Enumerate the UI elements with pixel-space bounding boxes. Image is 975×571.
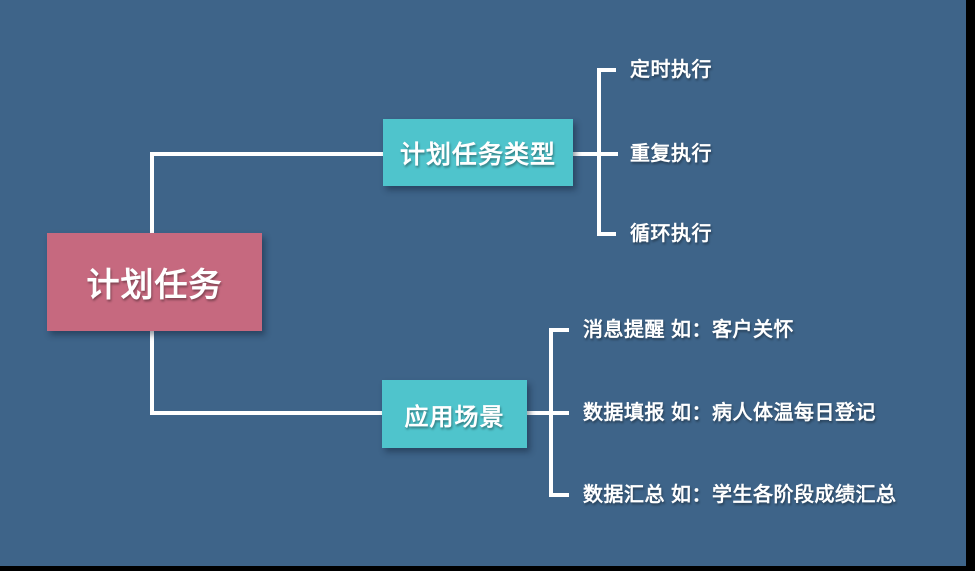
connector-line bbox=[573, 152, 618, 156]
node-use-cases-label: 应用场景 bbox=[404, 403, 505, 431]
node-root-label: 计划任务 bbox=[86, 266, 223, 303]
leaf-data-filling[interactable]: 数据填报 如：病人体温每日登记 bbox=[583, 402, 877, 424]
leaf-data-summary[interactable]: 数据汇总 如：学生各阶段成绩汇总 bbox=[583, 484, 897, 506]
connector-line bbox=[150, 411, 382, 415]
connector-line bbox=[549, 328, 553, 497]
connector-line bbox=[597, 68, 601, 236]
leaf-timed-execution[interactable]: 定时执行 bbox=[630, 59, 712, 81]
connector-line bbox=[527, 411, 569, 415]
connector-line bbox=[150, 152, 154, 233]
leaf-repeat-execution[interactable]: 重复执行 bbox=[630, 143, 712, 165]
node-root[interactable]: 计划任务 bbox=[47, 233, 262, 331]
node-task-types-label: 计划任务类型 bbox=[399, 140, 556, 169]
connector-line bbox=[150, 331, 154, 415]
connector-line bbox=[597, 68, 616, 72]
leaf-message-reminder[interactable]: 消息提醒 如：客户关怀 bbox=[583, 319, 795, 341]
node-task-types[interactable]: 计划任务类型 bbox=[383, 119, 573, 186]
connector-line bbox=[597, 232, 616, 236]
connector-line bbox=[549, 493, 569, 497]
connector-line bbox=[549, 328, 569, 332]
leaf-loop-execution[interactable]: 循环执行 bbox=[630, 223, 712, 245]
connector-line bbox=[150, 152, 383, 156]
node-use-cases[interactable]: 应用场景 bbox=[382, 380, 527, 448]
